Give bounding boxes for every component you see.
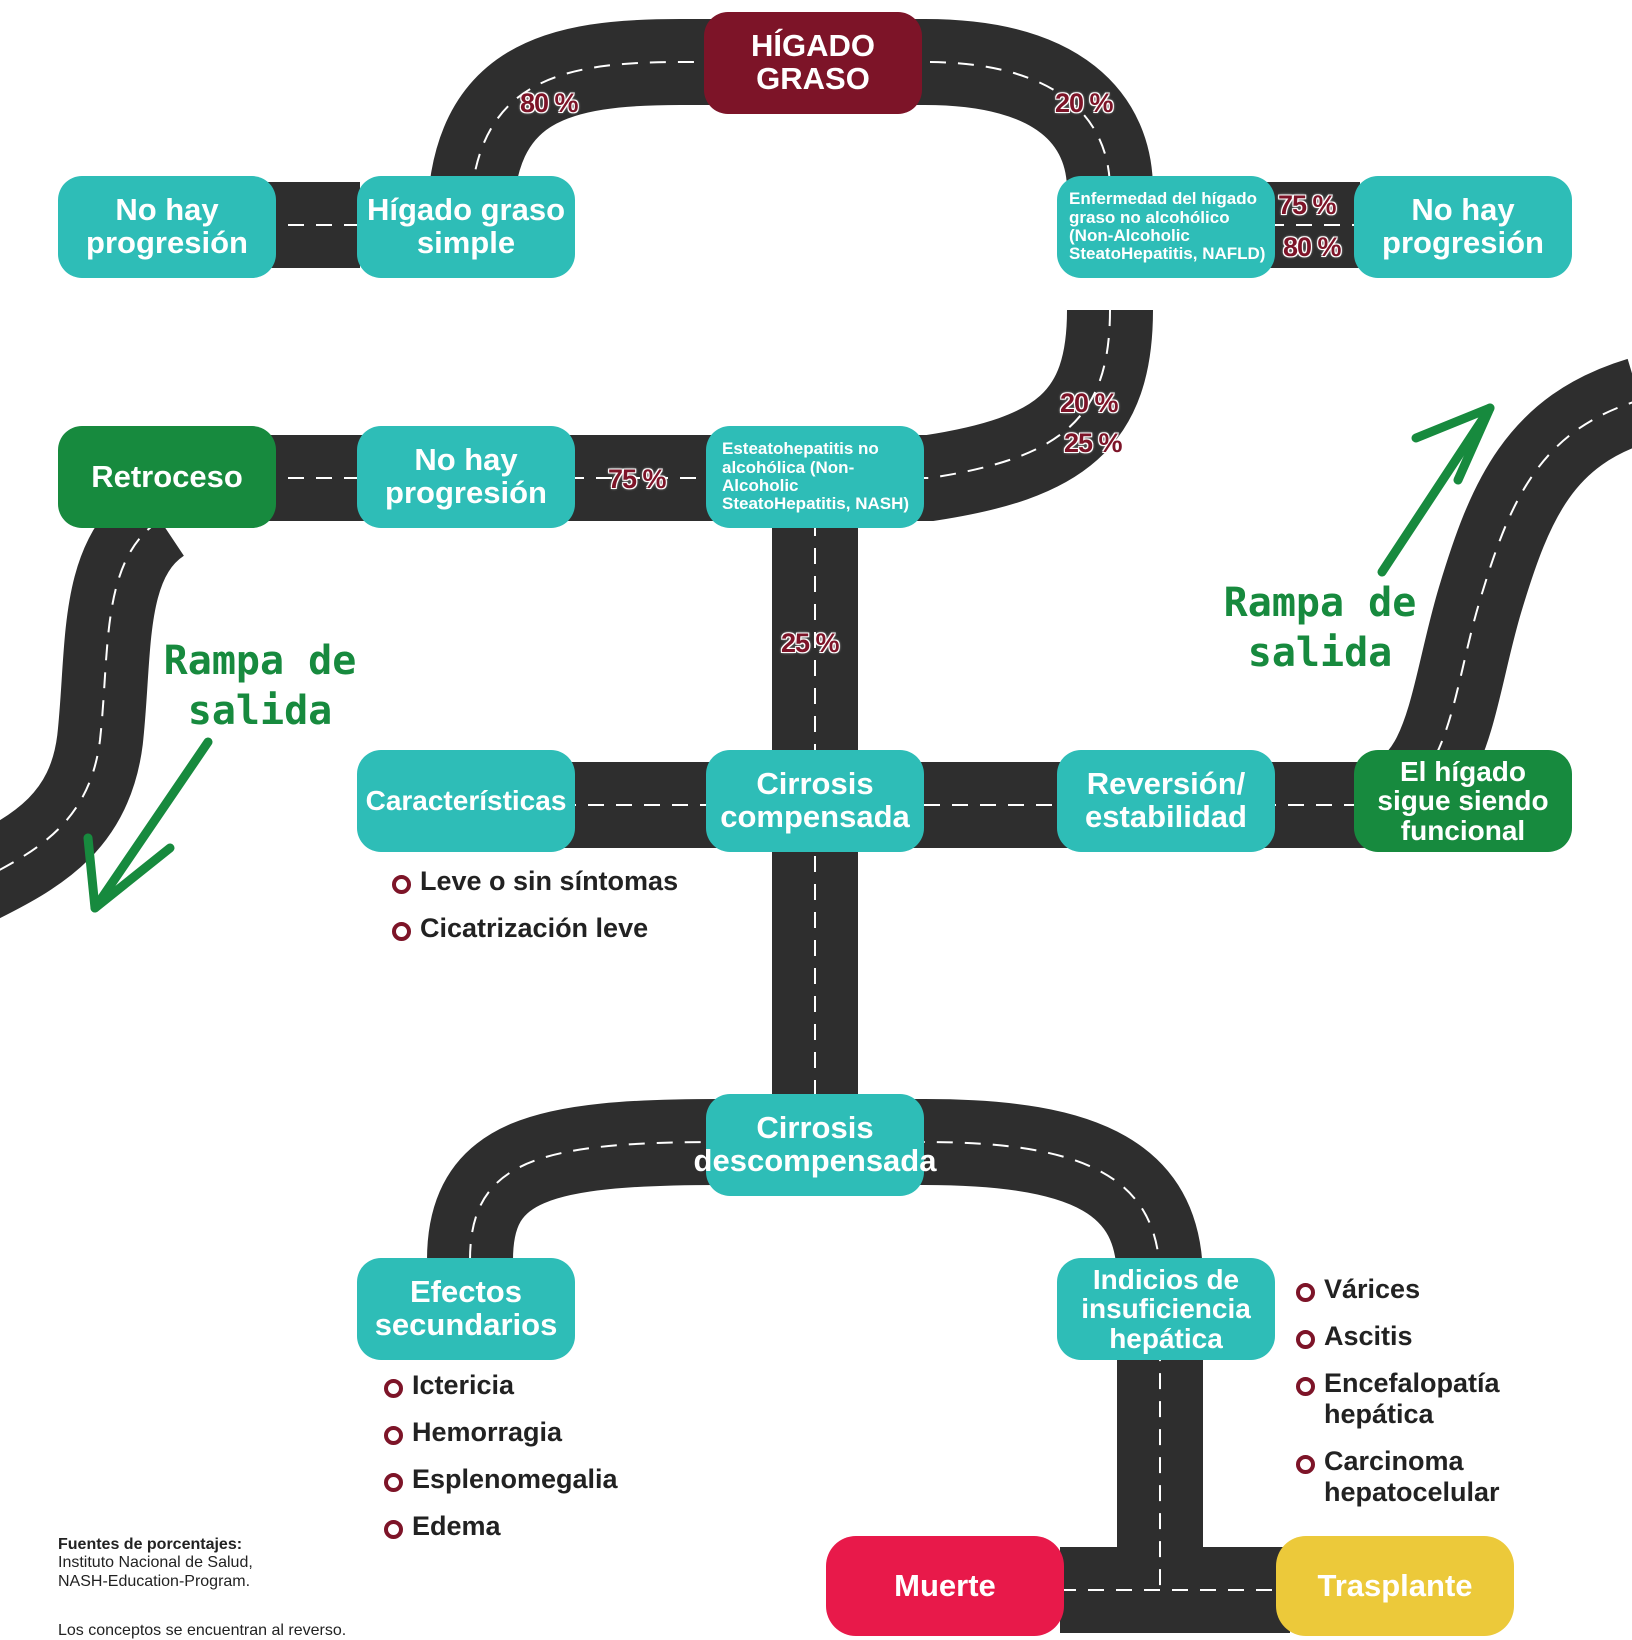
sources-title: Fuentes de porcentajes: <box>58 1536 243 1553</box>
node-no-progresion-mid: No hay progresión <box>357 426 575 528</box>
indicios-item: Encefalopatía hepática <box>1296 1368 1506 1430</box>
indicios-item-text: Encefalopatía hepática <box>1324 1368 1500 1430</box>
node-trasplante: Trasplante <box>1276 1536 1514 1636</box>
pct-75-nash: 75 % <box>608 464 668 495</box>
pct-20-down: 20 % <box>1060 388 1120 419</box>
pct-80-left: 80 % <box>520 88 580 119</box>
node-caracteristicas: Características <box>357 750 575 852</box>
caracteristicas-item: Cicatrización leve <box>392 913 678 944</box>
efectos-item-text: Esplenomegalia <box>412 1464 618 1495</box>
bullet-icon <box>392 875 411 894</box>
node-no-progresion-right: No hay progresión <box>1354 176 1572 278</box>
node-higado-funcional: El hígado sigue siendo funcional <box>1354 750 1572 852</box>
bullet-icon <box>392 922 411 942</box>
node-nafld: Enfermedad del hígado graso no alcohólic… <box>1057 176 1275 278</box>
bullet-icon <box>384 1426 403 1446</box>
ramp-arrow-left-head <box>83 833 175 913</box>
pct-20-right: 20 % <box>1055 88 1115 119</box>
efectos-item-text: Ictericia <box>412 1370 515 1400</box>
node-higado-graso: HÍGADO GRASO <box>704 12 922 114</box>
ramp-label-right: Rampa de salida <box>1223 580 1417 676</box>
ramp-label-left: Rampa de salida <box>163 638 357 734</box>
sources-text-2: NASH-Education-Program. <box>58 1572 251 1590</box>
pct-80-nafld: 80 % <box>1283 232 1343 263</box>
node-muerte: Muerte <box>826 1536 1064 1636</box>
efectos-item: Hemorragia <box>384 1417 618 1448</box>
ramp-arrow-right <box>1377 403 1495 577</box>
bullet-icon <box>384 1520 403 1540</box>
bullet-icon <box>384 1473 403 1493</box>
bullet-icon <box>1296 1330 1315 1350</box>
node-cirrosis-descompensada: Cirrosis descompensada <box>694 1094 936 1196</box>
efectos-item: Esplenomegalia <box>384 1464 618 1495</box>
node-indicios: Indicios de insuficiencia hepática <box>1057 1258 1275 1360</box>
node-reversion: Reversión/ estabilidad <box>1057 750 1275 852</box>
ramp-arrow-right-head <box>1411 403 1495 485</box>
efectos-item-text: Edema <box>412 1511 501 1542</box>
bullet-icon <box>1296 1377 1315 1397</box>
bullet-icon <box>1296 1455 1315 1475</box>
bullet-icon <box>1296 1283 1315 1302</box>
sources: Fuentes de porcentajes: Instituto Nacion… <box>58 1536 253 1591</box>
pct-25-vertical: 25 % <box>781 628 841 659</box>
efectos-item: Edema <box>384 1511 618 1542</box>
node-nash: Esteatohepatitis no alcohólica (Non-Alco… <box>706 426 924 528</box>
efectos-item-text: Hemorragia <box>412 1417 563 1448</box>
node-no-progresion-left: No hay progresión <box>58 176 276 278</box>
ramp-arrow-left <box>90 737 213 913</box>
caracteristicas-item-text: Leve o sin síntomas <box>420 866 679 896</box>
node-cirrosis-compensada: Cirrosis compensada <box>706 750 924 852</box>
bullet-icon <box>384 1379 403 1398</box>
node-retroceso: Retroceso <box>58 426 276 528</box>
pct-25-down: 25 % <box>1064 428 1124 459</box>
indicios-item: Várices <box>1296 1274 1506 1305</box>
caracteristicas-item: Leve o sin síntomas <box>392 866 678 897</box>
efectos-item: Ictericia <box>384 1370 618 1401</box>
indicios-item: Carcinoma hepatocelular <box>1296 1446 1506 1508</box>
sources-text-1: Instituto Nacional de Salud, <box>58 1554 253 1572</box>
indicios-item: Ascitis <box>1296 1321 1506 1352</box>
indicios-item-text: Carcinoma hepatocelular <box>1324 1446 1500 1508</box>
indicios-item-text: Ascitis <box>1324 1321 1413 1352</box>
pct-75-nafld: 75 % <box>1278 190 1338 221</box>
node-efectos-secundarios: Efectos secundarios <box>357 1258 575 1360</box>
caracteristicas-item-text: Cicatrización leve <box>420 913 649 944</box>
indicios-item-text: Várices <box>1324 1274 1421 1304</box>
reverse-note: Los conceptos se encuentran al reverso. <box>58 1622 347 1639</box>
node-higado-graso-simple: Hígado graso simple <box>357 176 575 278</box>
